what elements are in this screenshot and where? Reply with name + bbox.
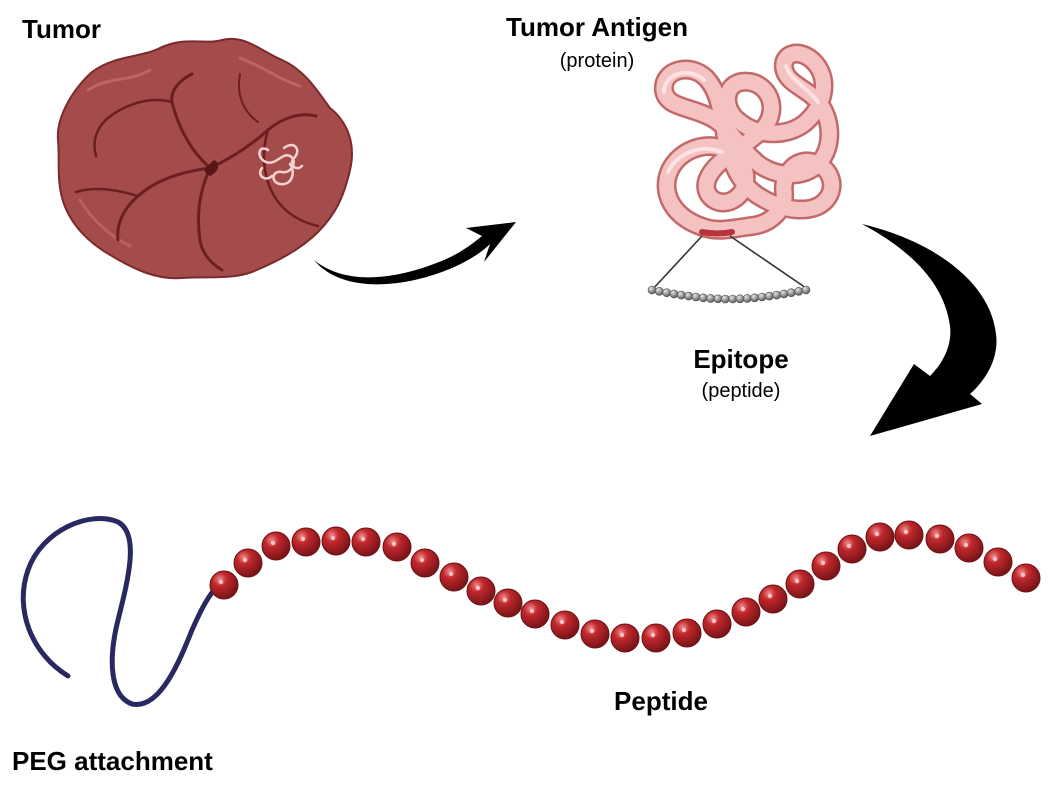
- peptide-bead: [382, 532, 412, 562]
- epitope-sublabel: (peptide): [701, 380, 781, 402]
- tumor-label: Tumor: [22, 14, 101, 44]
- peptide-label: Peptide: [614, 686, 708, 716]
- tumor-antigen-label: Tumor Antigen: [506, 12, 688, 42]
- peptide-bead: [291, 527, 321, 557]
- bead-chain-icon: [647, 285, 811, 304]
- arrow-tumor-to-antigen-icon: [314, 222, 516, 285]
- epitope-bead: [720, 294, 730, 304]
- polymer-strand-icon: [20, 516, 217, 707]
- peptide-bead: [610, 623, 640, 653]
- peptide-bead: [261, 531, 291, 561]
- peptide-bead: [811, 551, 841, 581]
- epitope-bead: [698, 293, 708, 303]
- tumor-body: [56, 37, 353, 280]
- zoom-lines: [651, 235, 807, 291]
- peg-attachment-label: PEG attachment: [12, 746, 213, 776]
- peptide-bead: [233, 548, 263, 578]
- peptide-bead: [785, 569, 815, 599]
- epitope-bead: [684, 291, 694, 301]
- epitope-bead: [713, 294, 723, 304]
- peptide-chain-icon: [209, 520, 1041, 653]
- peptide-bead: [894, 520, 924, 550]
- peptide-bead: [351, 527, 381, 557]
- epitope-bead: [706, 294, 716, 303]
- epitope-bead: [750, 293, 760, 303]
- epitope-label: Epitope: [693, 344, 789, 374]
- epitope-bead: [676, 290, 686, 300]
- epitope-bead: [801, 285, 811, 295]
- tumor-mass-icon: [56, 37, 353, 280]
- peptide-bead: [466, 576, 496, 606]
- peptide-bead: [954, 533, 984, 563]
- peptide-bead: [837, 534, 867, 564]
- epitope-bead: [728, 294, 738, 304]
- epitope-bead: [772, 290, 782, 300]
- epitope-bead: [779, 289, 789, 299]
- peptide-bead: [321, 526, 351, 556]
- epitope-bead: [735, 294, 745, 304]
- epitope-region: [699, 229, 735, 237]
- peptide-bead: [758, 584, 788, 614]
- peptide-bead: [983, 547, 1013, 577]
- peptide-bead: [550, 610, 580, 640]
- epitope-bead: [742, 294, 752, 303]
- peptide-bead: [731, 597, 761, 627]
- tumor-antigen-sublabel: (protein): [559, 50, 635, 72]
- peptide-bead: [641, 623, 671, 653]
- peptide-bead: [520, 599, 550, 629]
- epitope-bead: [654, 286, 664, 296]
- epitope-bead: [794, 286, 804, 296]
- epitope-bead: [669, 289, 679, 299]
- peptide-bead: [865, 522, 895, 552]
- epitope-bead: [662, 288, 672, 298]
- epitope-bead: [691, 292, 701, 302]
- protein-coil-icon: [654, 43, 842, 240]
- peptide-bead: [925, 524, 955, 554]
- peptide-bead: [672, 618, 702, 648]
- epitope-bead: [757, 292, 767, 302]
- peptide-bead: [1011, 563, 1041, 593]
- peptide-bead: [580, 619, 610, 649]
- peptide-bead: [209, 570, 239, 600]
- peptide-bead: [410, 548, 440, 578]
- epitope-bead: [647, 285, 657, 295]
- peptide-bead: [439, 562, 469, 592]
- epitope-bead: [786, 288, 796, 298]
- peptide-bead: [702, 609, 732, 639]
- tumor-antigen-mini-icon: [258, 143, 304, 186]
- peptide-bead: [493, 588, 523, 618]
- arrow-antigen-to-peptide-icon: [862, 224, 997, 436]
- epitope-bead: [764, 291, 774, 301]
